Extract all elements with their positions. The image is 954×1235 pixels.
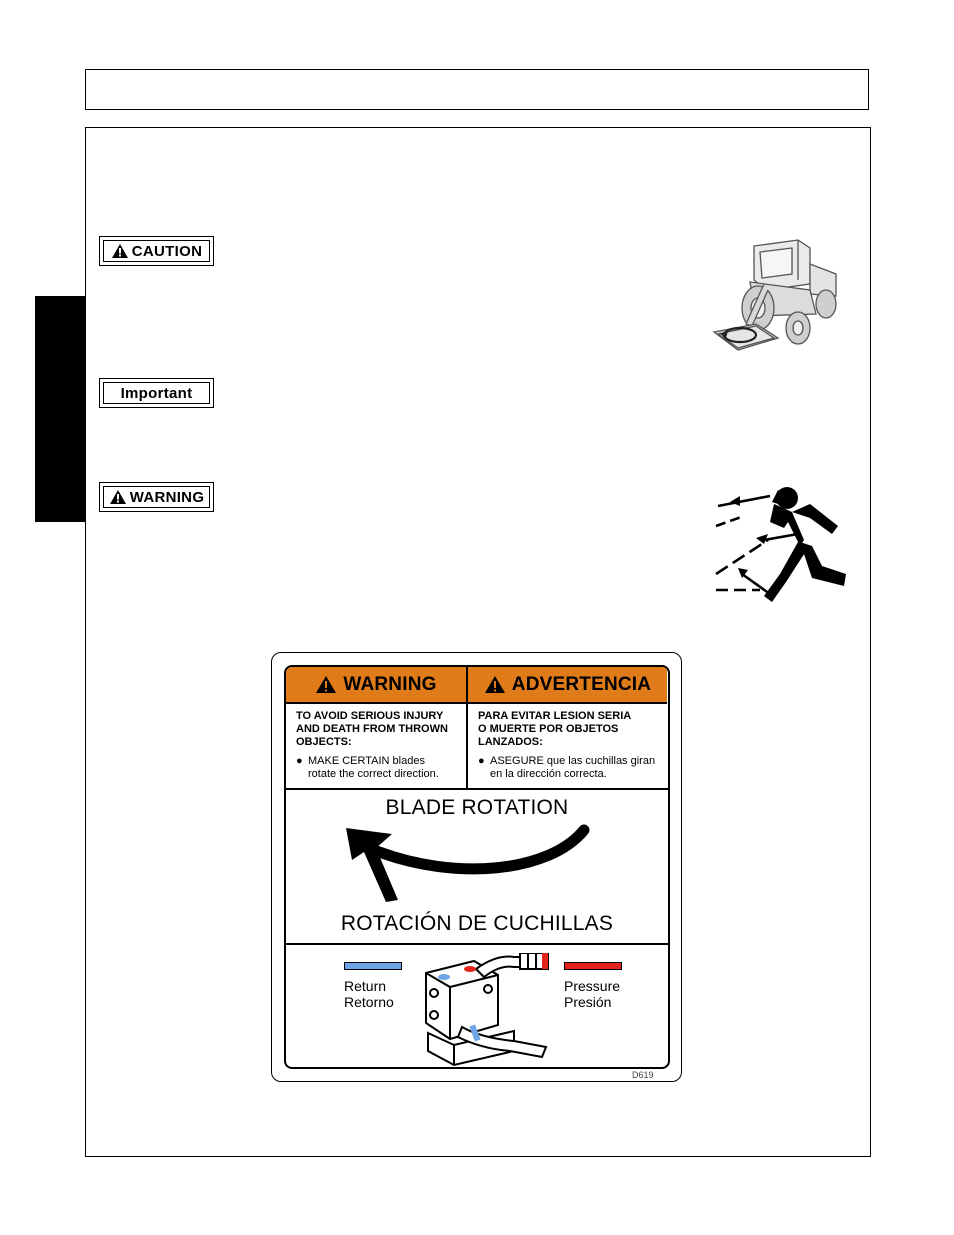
return-label: Return <box>344 978 387 994</box>
warning-badge: WARNING <box>99 482 214 512</box>
gearbox-illustration <box>425 953 549 1067</box>
decal-en-heading-2: AND DEATH FROM THROWN <box>296 723 448 735</box>
decal-rotation-section: BLADE ROTATION ROTACIÓN DE CUCHILLAS <box>286 788 668 945</box>
decal-warning-header: WARNING <box>286 667 466 704</box>
pressure-swatch <box>564 962 622 970</box>
decal-warning-section: WARNING TO AVOID SERIOUS INJURY AND DEAT… <box>286 667 668 790</box>
decal-english-column: WARNING TO AVOID SERIOUS INJURY AND DEAT… <box>286 667 468 788</box>
warning-triangle-icon <box>111 244 128 258</box>
decal-en-bullet-2: rotate the correct direction. <box>308 768 439 780</box>
decal-en-heading-1: TO AVOID SERIOUS INJURY <box>296 710 444 722</box>
section-side-tab <box>35 296 86 522</box>
decal-hydraulic-section: Return Retorno Pressure Presión <box>286 945 668 1067</box>
page-header-box <box>85 69 869 110</box>
warning-triangle-icon <box>316 676 337 693</box>
caution-badge: CAUTION <box>99 236 214 266</box>
decal-es-bullet-2: en la dirección correcta. <box>490 768 607 780</box>
warning-label: WARNING <box>129 488 205 506</box>
decal-en-bullet-1: MAKE CERTAIN blades <box>308 755 425 767</box>
bullet-icon: ● <box>478 755 485 767</box>
decal-spanish-column: ADVERTENCIA PARA EVITAR LESION SERIA O M… <box>468 667 667 788</box>
warning-triangle-icon <box>109 490 126 504</box>
important-badge: Important <box>99 378 214 408</box>
important-label: Important <box>120 384 193 402</box>
return-swatch <box>344 962 402 970</box>
pressure-label: Pressure <box>564 978 621 994</box>
decal-en-heading-3: OBJECTS: <box>296 736 352 748</box>
caution-label: CAUTION <box>131 242 203 260</box>
decal-es-heading-1: PARA EVITAR LESION SERIA <box>478 710 632 722</box>
decal-advertencia-header: ADVERTENCIA <box>468 667 667 704</box>
thrown-objects-illustration <box>715 487 846 602</box>
bullet-icon: ● <box>296 755 303 767</box>
warning-triangle-icon <box>484 676 505 693</box>
decal-warning-title: WARNING <box>343 673 437 695</box>
blade-rotation-title: BLADE ROTATION <box>385 796 569 819</box>
rotation-arrow-icon <box>346 824 590 902</box>
decal-es-heading-2: O MUERTE POR OBJETOS <box>478 723 619 735</box>
content-frame <box>85 127 871 1157</box>
retorno-label: Retorno <box>344 994 394 1010</box>
safety-decal-inner: WARNING TO AVOID SERIOUS INJURY AND DEAT… <box>284 665 670 1069</box>
decal-advertencia-title: ADVERTENCIA <box>511 673 652 695</box>
presion-label: Presión <box>564 994 612 1010</box>
decal-es-bullet-1: ASEGURE que las cuchillas giran <box>490 755 656 767</box>
decal-code: D619 <box>632 1070 654 1080</box>
decal-es-heading-3: LANZADOS: <box>478 736 543 748</box>
tractor-mower-illustration <box>712 239 837 351</box>
rotacion-title: ROTACIÓN DE CUCHILLAS <box>340 912 614 935</box>
